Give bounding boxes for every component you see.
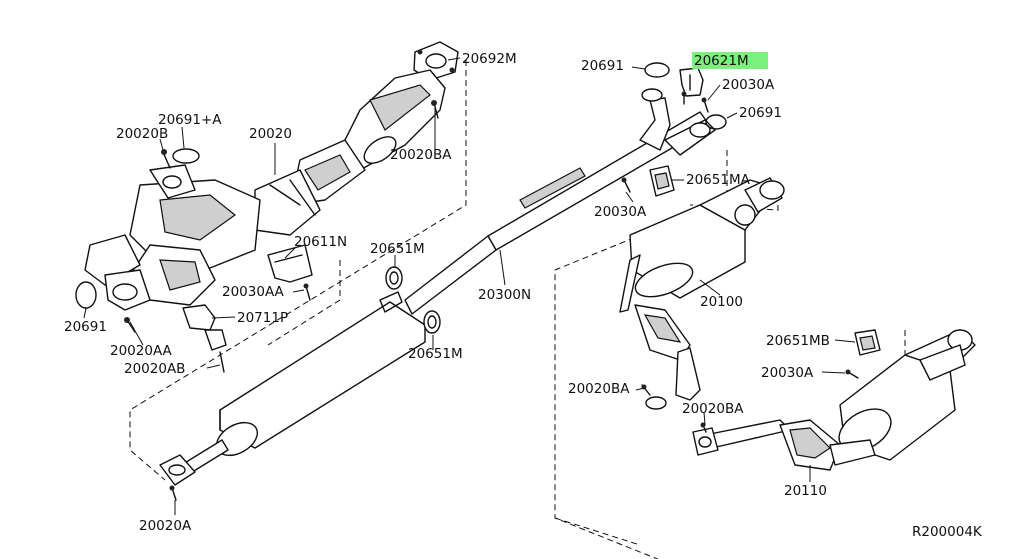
label-20020b: 20020B bbox=[116, 126, 168, 142]
hanger-20651m-bottom bbox=[423, 310, 441, 334]
label-20300n: 20300N bbox=[478, 287, 531, 303]
label-20030a-low: 20030A bbox=[761, 365, 814, 381]
label-20691-right: 20691 bbox=[739, 105, 782, 121]
label-20100: 20100 bbox=[700, 294, 743, 310]
gasket-20691-top bbox=[644, 62, 670, 78]
label-20020ba-left: 20020BA bbox=[568, 381, 630, 397]
gasket-20691a bbox=[172, 148, 200, 164]
label-20110: 20110 bbox=[784, 483, 827, 499]
label-20020ba-top: 20020BA bbox=[390, 147, 452, 163]
label-20030aa: 20030AA bbox=[222, 284, 285, 300]
label-20651m-bottom: 20651M bbox=[408, 346, 463, 362]
gasket-20691-right bbox=[705, 114, 727, 130]
label-20030a-mid: 20030A bbox=[594, 204, 647, 220]
top-right-mounts bbox=[621, 62, 727, 197]
highlight-20621m bbox=[692, 52, 768, 69]
label-20691-topleft: 20691 bbox=[581, 58, 624, 74]
rear-muffler-20110 bbox=[692, 329, 976, 471]
label-20030a-top: 20030A bbox=[722, 77, 775, 93]
leader-lines bbox=[83, 57, 856, 515]
center-muffler-pipe bbox=[159, 88, 716, 501]
front-tube-assembly bbox=[75, 41, 459, 373]
hanger-20651m-top bbox=[385, 266, 403, 290]
label-20611n: 20611N bbox=[294, 234, 347, 250]
label-20691-left: 20691 bbox=[64, 319, 107, 335]
label-20651mb: 20651MB bbox=[766, 333, 830, 349]
label-20711p: 20711P bbox=[237, 310, 288, 326]
label-20651m-top: 20651M bbox=[370, 241, 425, 257]
part-labels: 20692M 20691+A 20020B 20020 20020BA 2061… bbox=[64, 51, 983, 540]
label-20692m: 20692M bbox=[462, 51, 517, 67]
label-20691-a: 20691+A bbox=[158, 112, 222, 128]
label-20651ma: 20651MA bbox=[686, 172, 751, 188]
main-muffler-20100 bbox=[619, 177, 785, 410]
bracket-20611n bbox=[267, 244, 313, 283]
label-20621m: 20621M bbox=[694, 53, 749, 69]
label-20020ba-right: 20020BA bbox=[682, 401, 744, 417]
label-20020: 20020 bbox=[249, 126, 292, 142]
label-20020aa: 20020AA bbox=[110, 343, 173, 359]
diagram-reference-code: R200004K bbox=[912, 524, 983, 540]
bracket-20711p bbox=[182, 304, 216, 331]
label-20020ab: 20020AB bbox=[124, 361, 185, 377]
label-20020a: 20020A bbox=[139, 518, 192, 534]
gasket-20691-left bbox=[75, 281, 97, 309]
